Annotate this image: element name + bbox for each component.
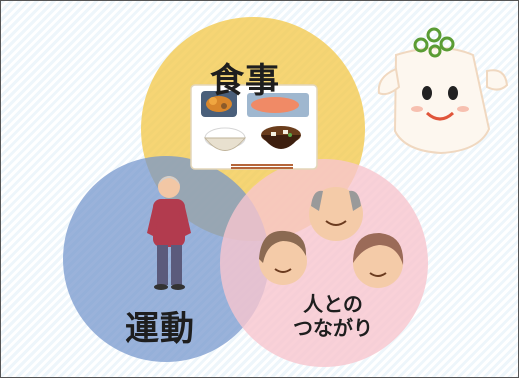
connection-label: 人との つながり xyxy=(293,292,373,340)
connection-label-line1: 人との xyxy=(303,292,363,316)
exercise-label: 運動 xyxy=(125,309,195,349)
meal-label: 食事 xyxy=(210,61,280,101)
elderly-group-icon xyxy=(259,187,404,288)
food-tray-icon xyxy=(190,84,318,170)
connection-label-line2: つながり xyxy=(293,316,373,340)
connection-circle xyxy=(220,159,428,367)
elderly-man-icon xyxy=(147,176,191,290)
tofu-mascot-icon xyxy=(377,27,509,155)
